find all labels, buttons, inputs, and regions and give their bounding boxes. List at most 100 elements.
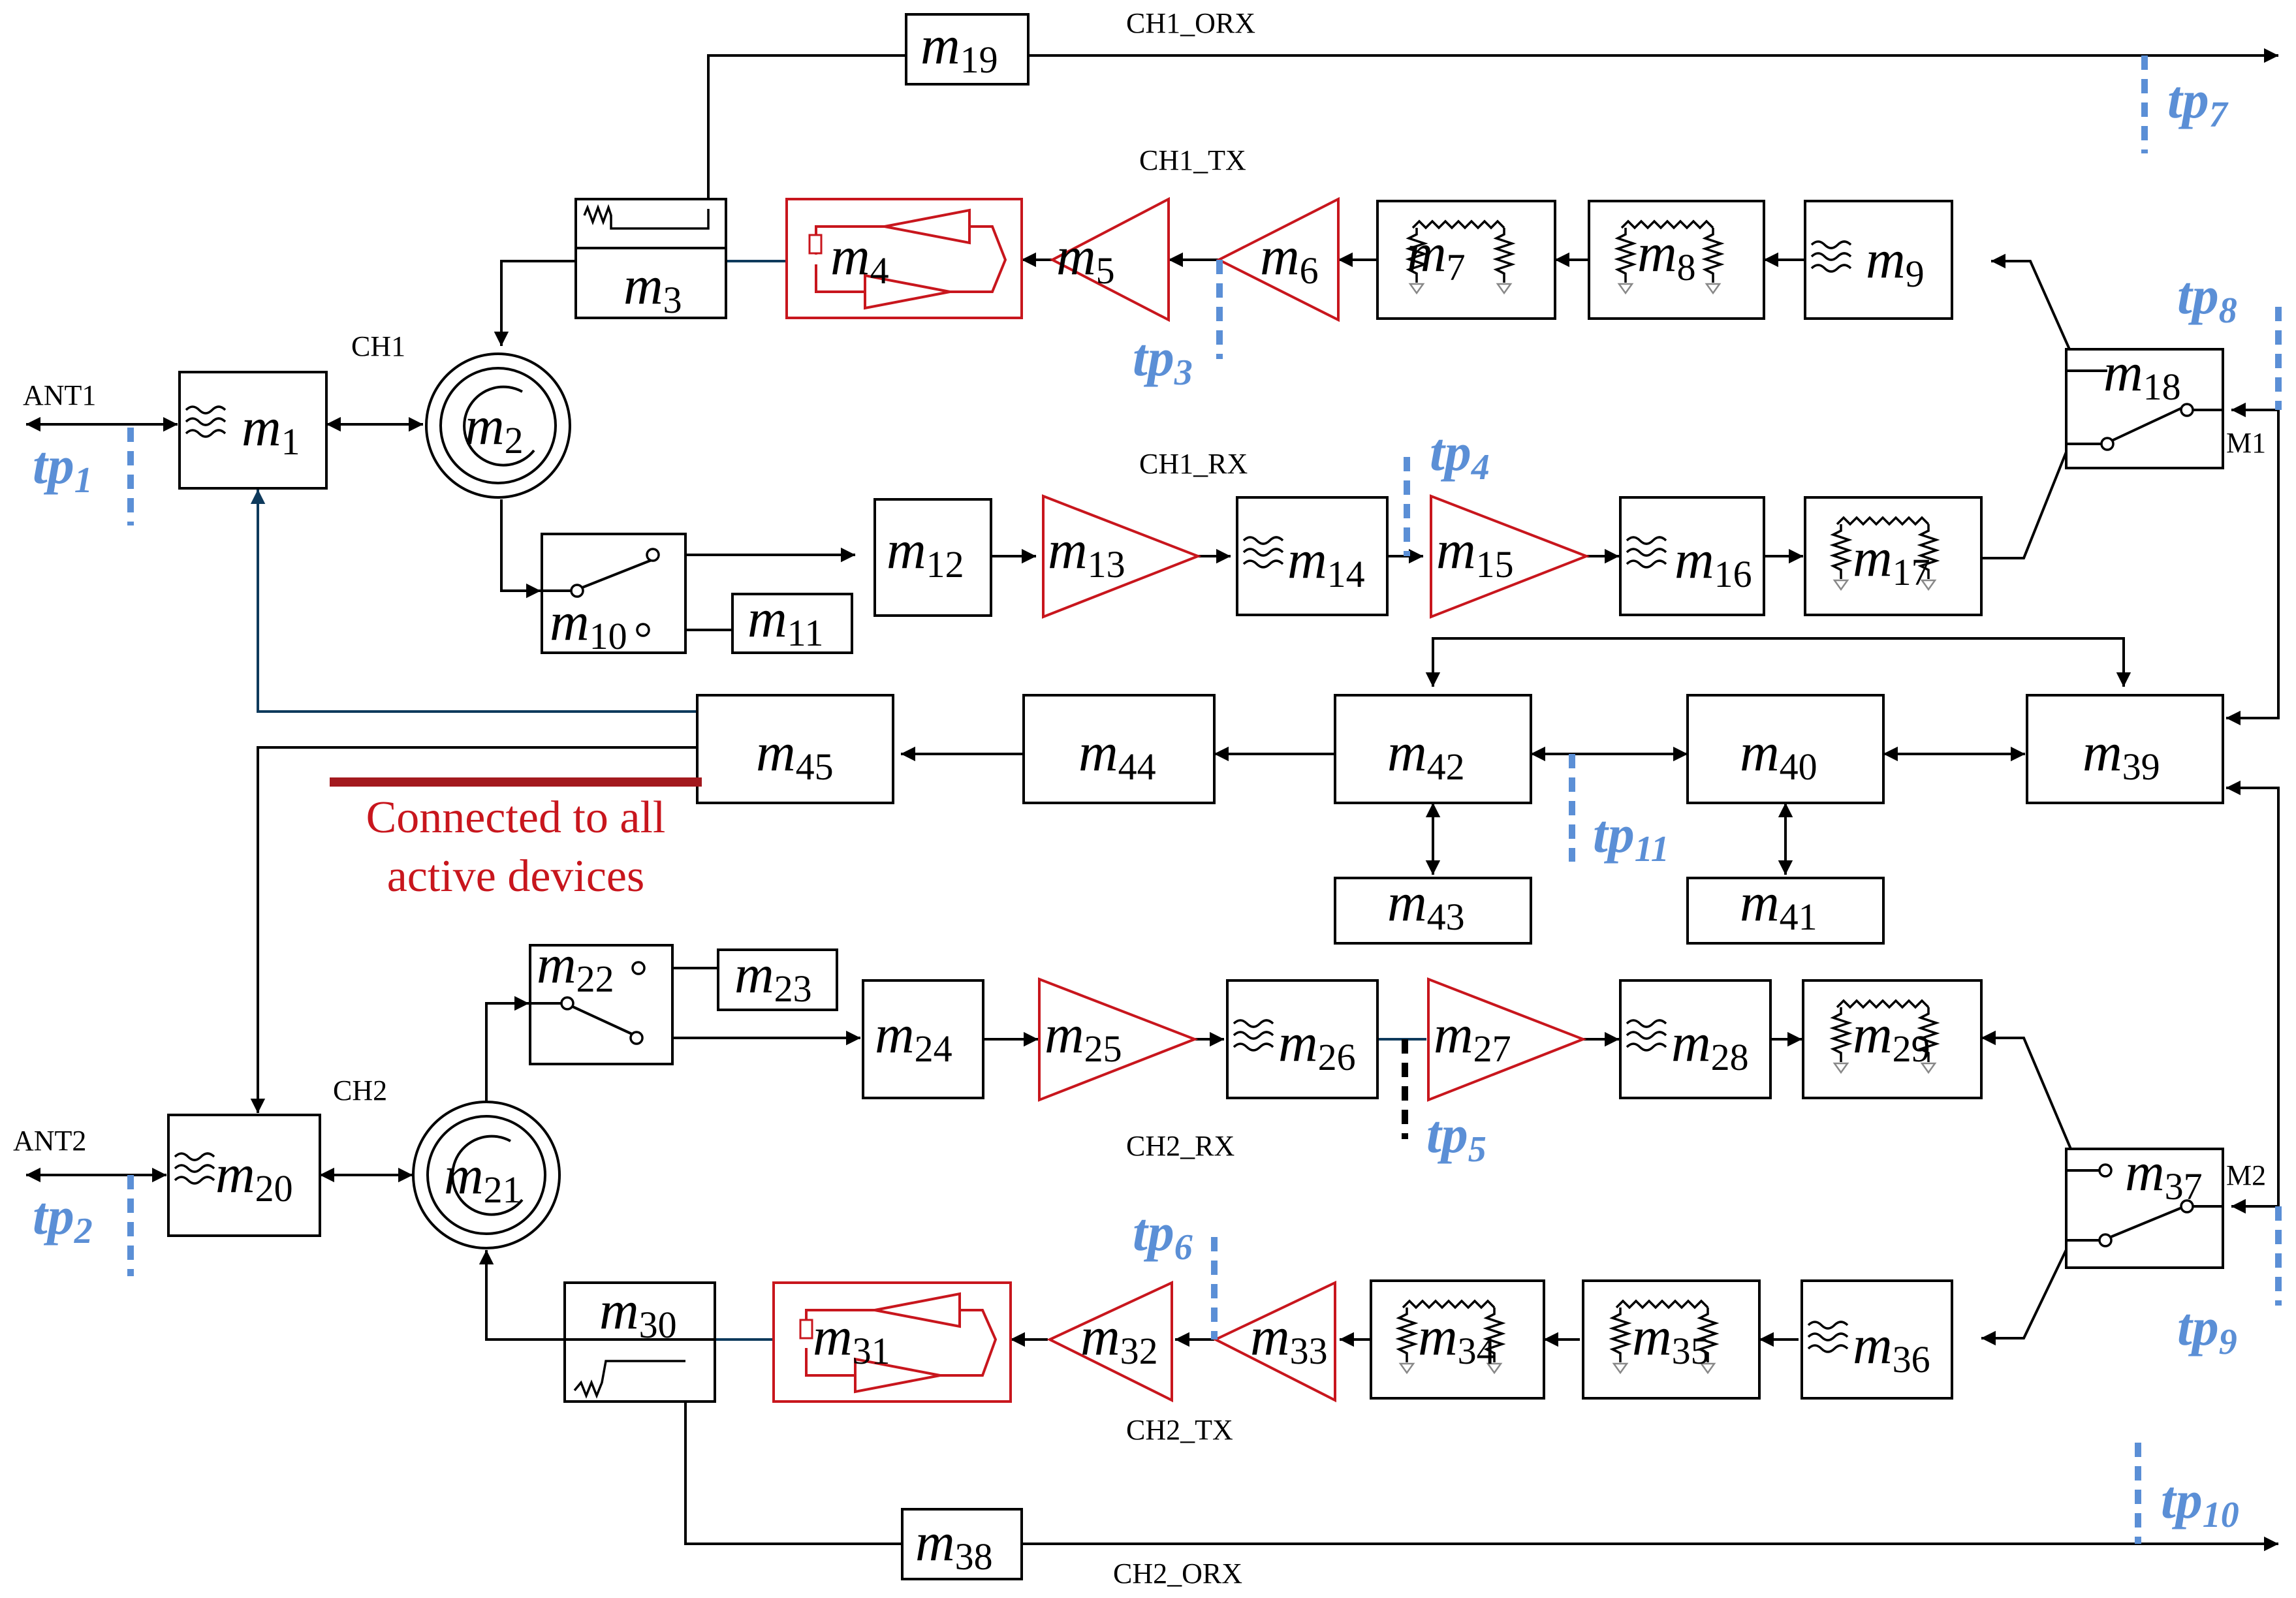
filter-m26: m26: [1226, 979, 1379, 1099]
svg-text:m12: m12: [887, 520, 964, 586]
switch-m22: m22: [529, 934, 674, 1065]
svg-text:m42: m42: [1387, 722, 1465, 788]
coupler-m3: m3: [574, 198, 727, 321]
test-point-tp3: tp3: [1133, 260, 1223, 393]
test-point-tp7: tp7: [2141, 55, 2229, 153]
signal-lines: [25, 48, 2280, 1552]
net-ant1: ANT1: [23, 379, 96, 411]
svg-text:m5: m5: [1056, 226, 1115, 292]
annotation-line1: Connected to all: [366, 792, 666, 843]
svg-text:m32: m32: [1080, 1306, 1158, 1372]
annotation-line2: active devices: [387, 851, 645, 901]
test-point-tp11: tp11: [1569, 754, 1669, 870]
block-m44: m44: [1022, 694, 1216, 804]
svg-text:tp2: tp2: [33, 1186, 93, 1251]
net-ch1-tx: CH1_TX: [1139, 144, 1246, 176]
circulator-m21: m21: [412, 1101, 561, 1249]
filter-m36: m36: [1801, 1279, 1953, 1400]
block-m12: m12: [873, 498, 992, 617]
block-m42: m42: [1334, 694, 1532, 804]
svg-text:m44: m44: [1078, 722, 1156, 788]
svg-text:m17: m17: [1853, 527, 1930, 593]
net-ch1-rx: CH1_RX: [1139, 448, 1248, 480]
filter-m16: m16: [1619, 496, 1765, 616]
block-m24: m24: [862, 979, 984, 1099]
svg-text:m14: m14: [1287, 529, 1365, 595]
amplifier-m5: m5: [1049, 196, 1170, 322]
net-ch1: CH1: [351, 330, 405, 362]
block-m38: m38: [901, 1508, 1023, 1580]
block-m43: m43: [1334, 872, 1532, 945]
svg-text:m18: m18: [2103, 342, 2181, 408]
svg-text:m2: m2: [465, 396, 524, 462]
svg-text:tp8: tp8: [2177, 266, 2237, 331]
svg-text:m7: m7: [1407, 223, 1466, 289]
svg-text:m16: m16: [1675, 529, 1752, 595]
test-point-tp2: tp2: [33, 1175, 134, 1276]
svg-text:m11: m11: [747, 588, 824, 654]
svg-text:m6: m6: [1260, 226, 1319, 292]
filter-m28: m28: [1619, 979, 1772, 1099]
block-m40: m40: [1686, 694, 1885, 804]
net-m2: M2: [2226, 1159, 2266, 1191]
svg-text:m10: m10: [550, 591, 627, 657]
amplifier-m27: m27: [1427, 977, 1587, 1102]
amplifier-m6: m6: [1216, 196, 1340, 322]
svg-text:m30: m30: [599, 1280, 677, 1346]
block-m11: m11: [731, 588, 853, 654]
block-m41: m41: [1686, 872, 1885, 945]
switch-m10: m10: [541, 533, 687, 657]
circulator-m2: m2: [425, 352, 571, 499]
net-ch2: CH2: [333, 1074, 387, 1106]
svg-text:m34: m34: [1418, 1306, 1496, 1372]
svg-text:tp3: tp3: [1133, 328, 1193, 393]
svg-text:m36: m36: [1853, 1315, 1930, 1381]
test-point-tp10: tp10: [2135, 1443, 2239, 1544]
amplifier-m25: m25: [1038, 977, 1199, 1102]
net-ch1-orx: CH1_ORX: [1126, 7, 1255, 39]
attenuator-m17: m17: [1804, 496, 1983, 616]
filter-m1: m1: [178, 371, 328, 490]
net-ch2-rx: CH2_RX: [1126, 1130, 1234, 1162]
test-point-tp9: tp9: [2177, 1206, 2282, 1362]
filter-m9: m9: [1804, 200, 1953, 320]
svg-text:m35: m35: [1632, 1306, 1710, 1372]
svg-text:tp10: tp10: [2161, 1470, 2239, 1535]
svg-text:m38: m38: [915, 1512, 993, 1578]
balanced-amplifier-m4: m4: [785, 198, 1023, 319]
svg-text:m26: m26: [1278, 1012, 1356, 1078]
switch-m37: m37: [2065, 1142, 2224, 1269]
net-m1: M1: [2226, 427, 2266, 459]
test-point-tp5: tp5: [1402, 1039, 1486, 1170]
net-ant2: ANT2: [13, 1125, 86, 1157]
svg-text:tp4: tp4: [1430, 422, 1490, 488]
svg-text:m4: m4: [830, 226, 889, 292]
attenuator-m8: m8: [1588, 200, 1765, 320]
filter-m20: m20: [167, 1114, 321, 1237]
svg-text:m22: m22: [537, 934, 614, 1000]
svg-text:m8: m8: [1637, 223, 1696, 289]
svg-text:tp1: tp1: [33, 435, 93, 501]
svg-text:m39: m39: [2083, 722, 2160, 788]
block-m45: m45: [696, 694, 894, 804]
attenuator-m29: m29: [1802, 979, 1983, 1099]
svg-text:tp7: tp7: [2167, 70, 2229, 135]
balanced-amplifier-m31: m31: [772, 1281, 1012, 1403]
test-point-tp1: tp1: [33, 428, 134, 525]
svg-text:m24: m24: [875, 1004, 952, 1070]
svg-text:m15: m15: [1436, 520, 1514, 586]
svg-text:m19: m19: [920, 15, 998, 81]
svg-text:m27: m27: [1434, 1004, 1511, 1070]
switch-m18: m18: [2065, 342, 2224, 469]
svg-text:m20: m20: [215, 1144, 293, 1210]
attenuator-m7: m7: [1376, 200, 1556, 320]
svg-text:tp5: tp5: [1426, 1104, 1486, 1170]
svg-text:m41: m41: [1740, 872, 1817, 938]
net-ch2-tx: CH2_TX: [1126, 1414, 1233, 1446]
amplifier-m15: m15: [1430, 494, 1590, 619]
test-point-tp8: tp8: [2177, 266, 2282, 410]
block-m23: m23: [717, 944, 838, 1011]
svg-text:m45: m45: [756, 722, 834, 788]
attenuator-m34: m34: [1370, 1279, 1545, 1400]
svg-text:m40: m40: [1740, 722, 1817, 788]
